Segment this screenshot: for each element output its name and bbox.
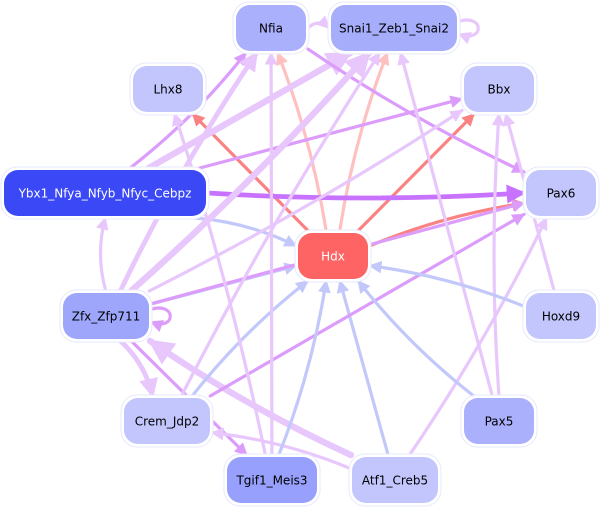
edge-snai1_zeb1_snai2-to-snai1_zeb1_snai2: [455, 18, 480, 45]
edge-ybx1_nfya_nfyb_nfyc_cebpz-to-pax6: [205, 184, 527, 204]
edge-zfx_zfp711-to-crem_jdp2: [118, 338, 159, 399]
edge-crem_jdp2-to-hdx: [190, 279, 310, 398]
node-label: Pax5: [485, 415, 514, 429]
node-label: Lhx8: [153, 83, 182, 97]
node-box: [227, 457, 317, 503]
node-atf1-creb5[interactable]: Atf1_Creb5: [348, 453, 442, 507]
node-crem-jdp2[interactable]: Crem_Jdp2: [120, 394, 214, 448]
edge-atf1_creb5-to-pax6: [407, 216, 549, 457]
edge-hdx-to-bbx: [356, 112, 476, 233]
edges-layer: [96, 15, 556, 470]
edge-pax5-to-hdx: [356, 279, 476, 398]
node-label: Hoxd9: [542, 310, 580, 324]
node-box: [236, 5, 306, 51]
node-box: [464, 66, 534, 112]
edge-ybx1_nfya_nfyb_nfyc_cebpz-to-bbx: [198, 95, 464, 170]
edge-pax5-to-snai1_zeb1_snai2: [397, 51, 494, 398]
node-tgif1-meis3[interactable]: Tgif1_Meis3: [223, 453, 321, 507]
node-hdx[interactable]: Hdx: [294, 229, 372, 283]
node-label: Nfia: [259, 22, 283, 36]
node-box: [464, 398, 534, 444]
node-pax5[interactable]: Pax5: [460, 394, 538, 448]
node-label: Crem_Jdp2: [135, 415, 200, 429]
node-snai1-zeb1-snai2[interactable]: Snai1_Zeb1_Snai2: [327, 1, 461, 55]
edge-tgif1_meis3-to-nfia: [264, 51, 278, 457]
edge-atf1_creb5-to-hdx: [336, 279, 390, 457]
edge-tgif1_meis3-to-hdx: [277, 279, 331, 457]
node-label: Hdx: [321, 250, 345, 264]
edge-hoxd9-to-hdx: [368, 260, 526, 308]
node-label: Zfx_Zfp711: [72, 310, 141, 324]
node-box: [352, 457, 438, 503]
edge-crem_jdp2-to-snai1_zeb1_snai2: [179, 51, 382, 398]
edge-ybx1_nfya_nfyb_nfyc_cebpz-to-snai1_zeb1_snai2: [145, 49, 354, 172]
node-label: Atf1_Creb5: [362, 474, 428, 488]
node-zfx-zfp711[interactable]: Zfx_Zfp711: [59, 289, 153, 343]
node-box: [63, 293, 149, 339]
node-label: Ybx1_Nfya_Nfyb_Nfyc_Cebpz: [18, 187, 192, 201]
edge-pax5-to-bbx: [491, 112, 505, 398]
node-label: Snai1_Zeb1_Snai2: [339, 22, 449, 36]
node-box: [298, 233, 368, 279]
node-label: Tgif1_Meis3: [235, 474, 307, 488]
edge-crem_jdp2-to-pax6: [208, 212, 526, 398]
node-box: [4, 170, 206, 216]
node-box: [331, 5, 457, 51]
node-nfia[interactable]: Nfia: [232, 1, 310, 55]
edge-zfx_zfp711-to-ybx1_nfya_nfyb_nfyc_cebpz: [96, 216, 109, 293]
node-box: [526, 170, 596, 216]
node-hoxd9[interactable]: Hoxd9: [522, 289, 600, 343]
node-label: Bbx: [488, 83, 511, 97]
edge-zfx_zfp711-to-zfx_zfp711: [147, 306, 172, 333]
edge-tgif1_meis3-to-lhx8: [172, 112, 267, 457]
edge-nfia-to-snai1_zeb1_snai2: [306, 15, 331, 30]
node-pax6[interactable]: Pax6: [522, 166, 600, 220]
edge-zfx_zfp711-to-snai1_zeb1_snai2: [127, 49, 373, 295]
node-box: [133, 66, 203, 112]
edge-hdx-to-lhx8: [191, 112, 310, 233]
node-box: [124, 398, 210, 444]
edge-atf1_creb5-to-zfx_zfp711: [146, 337, 355, 459]
edge-hdx-to-snai1_zeb1_snai2: [338, 51, 390, 233]
node-lhx8[interactable]: Lhx8: [129, 62, 207, 116]
node-ybx1-nfya-nfyb-nfyc-cebpz[interactable]: Ybx1_Nfya_Nfyb_Nfyc_Cebpz: [0, 166, 210, 220]
node-box: [526, 293, 596, 339]
node-label: Pax6: [547, 187, 576, 201]
node-bbx[interactable]: Bbx: [460, 62, 538, 116]
